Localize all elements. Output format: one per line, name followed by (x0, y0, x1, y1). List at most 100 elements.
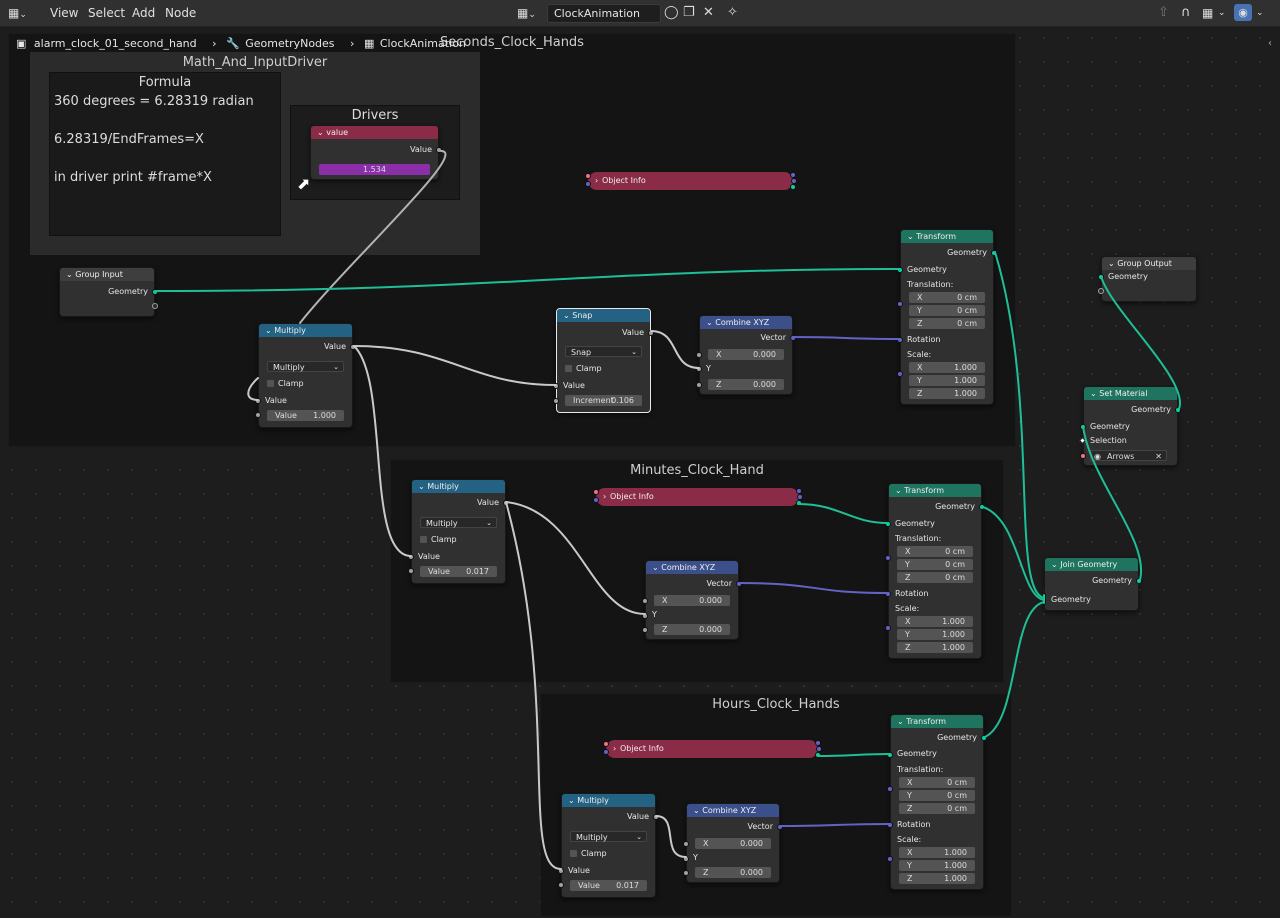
browse-node-tree-button[interactable]: ▦⌄ (517, 3, 547, 23)
chevron-down-icon[interactable]: ⌄ (1218, 8, 1226, 18)
multiply-node-minutes[interactable]: ⌄ Multiply Value Multiply⌄ Clamp Value V… (408, 479, 509, 584)
node-header[interactable]: ⌄ Combine XYZ (700, 316, 792, 329)
input-socket[interactable] (642, 627, 648, 633)
operation-dropdown[interactable]: Multiply⌄ (267, 361, 344, 372)
object-info-node-minutes[interactable]: ›Object Info (593, 488, 803, 506)
geometry-socket[interactable] (1136, 578, 1142, 584)
value-node[interactable]: ⌄ value Value 1.534 (310, 125, 442, 180)
input-socket[interactable] (553, 398, 559, 404)
output-socket[interactable] (436, 147, 442, 153)
multi-input-socket[interactable] (1042, 593, 1046, 605)
node-header[interactable]: ⌄ Combine XYZ (646, 561, 738, 574)
operation-dropdown[interactable]: Multiply⌄ (570, 831, 647, 842)
pin-icon[interactable]: ✧ (727, 5, 738, 20)
geometry-socket[interactable] (1098, 274, 1104, 280)
multiply-node-hours[interactable]: ⌄ Multiply Value Multiply⌄ Clamp Value V… (558, 793, 659, 898)
vector-socket[interactable] (603, 749, 609, 755)
input-socket[interactable] (696, 382, 702, 388)
vector-socket[interactable] (796, 488, 802, 494)
material-field[interactable]: ◉ Arrows ✕ (1090, 450, 1167, 461)
geometry-socket[interactable] (796, 500, 802, 506)
vector-socket[interactable] (897, 371, 903, 377)
vector-socket[interactable] (885, 555, 891, 561)
geometry-socket[interactable] (979, 504, 985, 510)
vector-socket[interactable] (897, 301, 903, 307)
chevron-down-icon[interactable]: ⌄ (1256, 8, 1264, 18)
input-socket[interactable] (558, 882, 564, 888)
geometry-socket[interactable] (1175, 407, 1181, 413)
node-header[interactable]: ⌄ Transform (889, 484, 981, 497)
menu-select[interactable]: Select (88, 6, 126, 20)
node-header[interactable]: ⌄ Join Geometry (1045, 558, 1138, 571)
node-header[interactable]: ⌄ Snap (557, 309, 650, 322)
join-geometry-node[interactable]: ⌄ Join Geometry Geometry Geometry (1042, 557, 1142, 611)
group-input-node[interactable]: ⌄ Group Input Geometry (59, 267, 158, 317)
operation-dropdown[interactable]: Snap⌄ (565, 346, 642, 357)
vector-socket[interactable] (791, 178, 797, 184)
close-icon[interactable]: ✕ (1155, 452, 1162, 461)
geometry-socket[interactable] (1080, 424, 1086, 430)
input-socket[interactable] (696, 366, 702, 372)
node-header[interactable]: ⌄ Multiply (562, 794, 655, 807)
vector-socket[interactable] (887, 856, 893, 862)
node-tree-name-field[interactable]: ClockAnimation (547, 4, 661, 23)
object-socket[interactable] (585, 173, 591, 179)
object-socket[interactable] (603, 741, 609, 747)
snap-node[interactable]: ⌄ Snap Value Snap⌄ Clamp Value Increment… (553, 308, 654, 413)
close-icon[interactable]: ✕ (703, 5, 714, 20)
input-socket[interactable] (696, 352, 702, 358)
input-socket[interactable] (408, 568, 414, 574)
clamp-checkbox[interactable]: Clamp (420, 534, 457, 546)
transform-node-hours[interactable]: ⌄ Transform Geometry Geometry Translatio… (887, 714, 987, 890)
node-header[interactable]: ⌄ Multiply (259, 324, 352, 337)
operation-dropdown[interactable]: Multiply⌄ (420, 517, 497, 528)
geometry-socket[interactable] (790, 184, 796, 190)
node-header[interactable]: ⌄ Combine XYZ (687, 804, 779, 817)
node-header[interactable]: ⌄ Set Material (1084, 387, 1177, 400)
input-socket[interactable] (683, 841, 689, 847)
multiply-node-seconds[interactable]: ⌄ Multiply Value Multiply⌄ Clamp Value V… (255, 323, 356, 428)
clamp-checkbox[interactable]: Clamp (570, 848, 607, 860)
geometry-socket[interactable] (981, 735, 987, 741)
clamp-checkbox[interactable]: Clamp (565, 363, 602, 375)
node-header[interactable]: ⌄ value (311, 126, 438, 139)
snap-grid-icon[interactable]: ▦ (1202, 6, 1214, 20)
overlays-icon[interactable]: ◉ (1234, 4, 1252, 21)
input-socket[interactable] (642, 613, 648, 619)
value-field[interactable]: 1.534 (319, 164, 430, 175)
vector-socket[interactable] (897, 337, 903, 343)
geometry-socket[interactable] (897, 267, 903, 273)
vector-socket[interactable] (887, 786, 893, 792)
geometry-socket[interactable] (152, 289, 158, 295)
vector-socket[interactable] (815, 740, 821, 746)
duplicate-icon[interactable]: ❐ (683, 5, 695, 20)
node-header[interactable]: ⌄ Group Input (60, 268, 154, 281)
transform-node-seconds[interactable]: ⌄ Transform Geometry Geometry Translatio… (897, 229, 997, 405)
parent-node-tree-icon[interactable]: ⇧ (1158, 5, 1169, 20)
node-header[interactable]: ⌄ Group Output (1102, 257, 1196, 270)
vector-socket[interactable] (593, 497, 599, 503)
vector-socket[interactable] (790, 172, 796, 178)
input-socket[interactable] (683, 856, 689, 862)
vector-socket[interactable] (777, 824, 783, 830)
empty-socket[interactable] (1098, 288, 1104, 294)
editor-type-button[interactable]: ▦⌄ (8, 3, 38, 23)
